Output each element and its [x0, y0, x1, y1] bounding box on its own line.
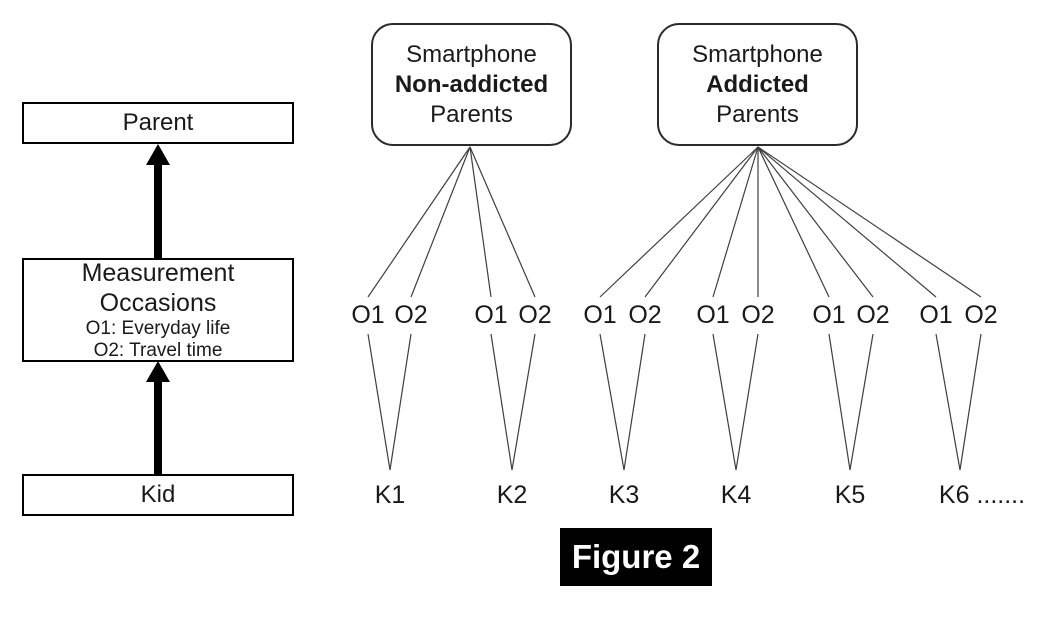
figure-caption-text: Figure 2 — [571, 538, 701, 575]
occasion-to-kid-lines — [367, 333, 982, 471]
occasion-label: O2 — [741, 301, 775, 330]
measurement-occasion-2: O2: Travel time — [93, 340, 223, 361]
figure-caption: Figure 2 — [560, 528, 712, 586]
occasion-label: O2 — [394, 301, 428, 330]
occasion-label: O2 — [628, 301, 662, 330]
kid-box: Kid — [22, 474, 294, 516]
group-line-1: Smartphone — [406, 40, 537, 68]
kid-label-k5: K5 — [834, 481, 866, 510]
measurement-occasions-box: Measurement Occasions O1: Everyday life … — [22, 258, 294, 362]
kid-label-k2: K2 — [496, 481, 528, 510]
kid-label-k3: K3 — [608, 481, 640, 510]
occasion-label: O2 — [856, 301, 890, 330]
smartphone-addicted-parents-box: Smartphone Addicted Parents — [657, 23, 858, 146]
fan-lines-addicted — [599, 146, 982, 298]
measurement-title: Measurement Occasions — [81, 259, 235, 318]
kid-label-k4: K4 — [720, 481, 752, 510]
group-line-2: Non-addicted — [394, 70, 549, 98]
up-arrow-icon — [146, 144, 170, 258]
parent-label: Parent — [122, 109, 194, 136]
occasion-label: O1 — [474, 301, 508, 330]
up-arrow-icon — [146, 361, 170, 474]
occasion-label: O1 — [812, 301, 846, 330]
smartphone-nonaddicted-parents-box: Smartphone Non-addicted Parents — [371, 23, 572, 146]
parent-box: Parent — [22, 102, 294, 144]
occasion-label: O1 — [351, 301, 385, 330]
kid-label-k1: K1 — [374, 481, 406, 510]
occasion-label: O1 — [696, 301, 730, 330]
measurement-occasion-1: O1: Everyday life — [85, 318, 231, 340]
occasion-label: O2 — [518, 301, 552, 330]
group-line-1: Smartphone — [692, 40, 823, 68]
occasion-label: O1 — [583, 301, 617, 330]
occasion-label: O1 — [919, 301, 953, 330]
group-line-3: Parents — [430, 100, 513, 128]
occasion-label: O2 — [964, 301, 998, 330]
kid-label: Kid — [140, 481, 176, 508]
fan-lines-nonaddicted — [367, 146, 536, 298]
group-line-3: Parents — [716, 100, 799, 128]
kid-label-k6: K6 ....... — [938, 481, 1026, 510]
group-line-2: Addicted — [706, 70, 809, 98]
